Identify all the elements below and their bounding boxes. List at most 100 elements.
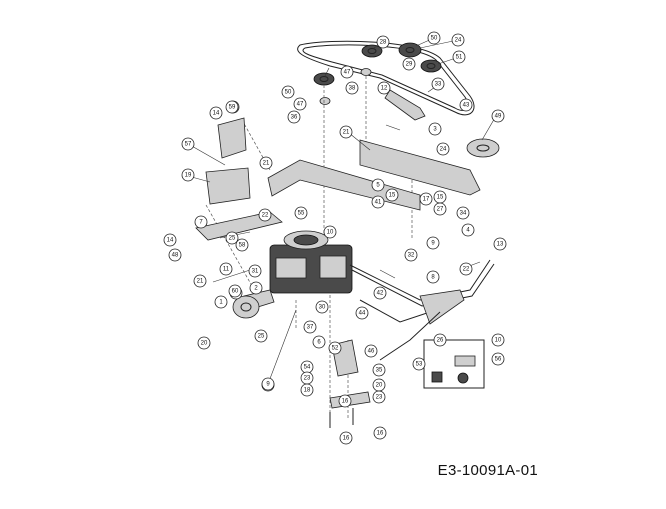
callout-bubble [293, 97, 307, 111]
callout-bubble [456, 206, 470, 220]
callout-bubble [491, 352, 505, 366]
callout-label: 6 [317, 339, 321, 345]
pulley-rear-large [466, 138, 500, 158]
callout-label: 9 [431, 240, 435, 246]
callout-47: 47 [293, 97, 307, 111]
callout-label: 23 [376, 394, 383, 400]
callout-label: 12 [381, 85, 388, 91]
callout-label: 10 [495, 337, 502, 343]
callout-label: 55 [298, 210, 305, 216]
callout-label: 43 [463, 102, 470, 108]
callout-36: 36 [287, 110, 301, 124]
callout-38: 38 [345, 81, 359, 95]
callout-label: 56 [495, 356, 502, 362]
callout-35: 35 [372, 363, 386, 377]
callout-bubble [427, 31, 441, 45]
callout-label: 29 [406, 61, 413, 67]
callout-28: 28 [376, 35, 390, 49]
callout-bubble [493, 237, 507, 251]
callout-21: 21 [339, 125, 353, 139]
callout-bubble [431, 77, 445, 91]
callout-bubble [373, 426, 387, 440]
callout-label: 16 [342, 398, 349, 404]
callout-group: 2850244729513812335047433649391421324572… [163, 31, 507, 445]
pulley-upper-left [361, 44, 383, 58]
callout-label: 15 [389, 192, 396, 198]
callout-label: 7 [199, 219, 203, 225]
callout-label: 21 [197, 278, 204, 284]
callout-8: 8 [426, 270, 440, 284]
callout-9: 9 [426, 236, 440, 250]
callout-bubble [371, 195, 385, 209]
callout-label: 59 [229, 104, 236, 110]
callout-label: 52 [332, 345, 339, 351]
callout-bubble [312, 335, 326, 349]
callout-bubble [194, 215, 208, 229]
callout-label: 44 [359, 310, 366, 316]
callout-bubble [249, 281, 263, 295]
callout-bubble [428, 122, 442, 136]
callout-bubble [452, 50, 466, 64]
bracket-plate-mid [205, 167, 251, 205]
callout-bubble [219, 262, 233, 276]
transaxle [232, 230, 353, 319]
callout-label: 19 [185, 172, 192, 178]
callout-bubble [294, 206, 308, 220]
callout-bubble [197, 336, 211, 350]
pulley-right [420, 59, 442, 73]
callout-58: 58 [235, 238, 249, 252]
callout-2: 2 [249, 281, 263, 295]
callout-label: 53 [416, 361, 423, 367]
callout-bubble [248, 264, 262, 278]
callout-30: 30 [315, 300, 329, 314]
callout-bubble [254, 329, 268, 343]
callout-bubble [214, 295, 228, 309]
callout-42: 42 [373, 286, 387, 300]
pulley-left [313, 72, 335, 86]
callout-bubble [426, 270, 440, 284]
callout-50: 50 [281, 85, 295, 99]
callout-label: 18 [304, 387, 311, 393]
callout-bubble [235, 238, 249, 252]
callout-label: 16 [377, 430, 384, 436]
callout-bubble [338, 394, 352, 408]
callout-bubble [315, 300, 329, 314]
callout-label: 20 [201, 340, 208, 346]
callout-bubble [459, 262, 473, 276]
callout-label: 14 [213, 110, 220, 116]
callout-10: 10 [491, 333, 505, 347]
callout-label: 25 [229, 235, 236, 241]
callout-41: 41 [371, 195, 385, 209]
callout-26: 26 [433, 333, 447, 347]
callout-label: 24 [440, 146, 447, 152]
callout-bubble [402, 57, 416, 71]
callout-bubble [193, 274, 207, 288]
callout-bubble [491, 109, 505, 123]
callout-16: 16 [373, 426, 387, 440]
diagram-reference-code: E3-10091A-01 [437, 462, 538, 479]
callout-14: 14 [163, 233, 177, 247]
callout-60: 60 [228, 284, 242, 298]
callout-label: 21 [263, 160, 270, 166]
callout-label: 34 [460, 210, 467, 216]
callout-bubble [345, 81, 359, 95]
callout-label: 1 [219, 299, 223, 305]
leader-lines [187, 37, 497, 385]
callout-bubble [364, 344, 378, 358]
callout-bubble [339, 431, 353, 445]
callout-bubble [433, 333, 447, 347]
callout-13: 13 [493, 237, 507, 251]
callout-23: 23 [372, 390, 386, 404]
callout-16: 16 [339, 431, 353, 445]
callout-bubble [433, 202, 447, 216]
idler-arm [319, 89, 426, 121]
callout-label: 49 [495, 113, 502, 119]
callout-label: 10 [327, 229, 334, 235]
callout-29: 29 [402, 57, 416, 71]
callout-label: 3 [433, 126, 437, 132]
callout-label: 30 [319, 304, 326, 310]
callout-59: 59 [225, 100, 239, 114]
callout-label: 51 [456, 54, 463, 60]
callout-22: 22 [258, 208, 272, 222]
callout-label: 22 [262, 212, 269, 218]
